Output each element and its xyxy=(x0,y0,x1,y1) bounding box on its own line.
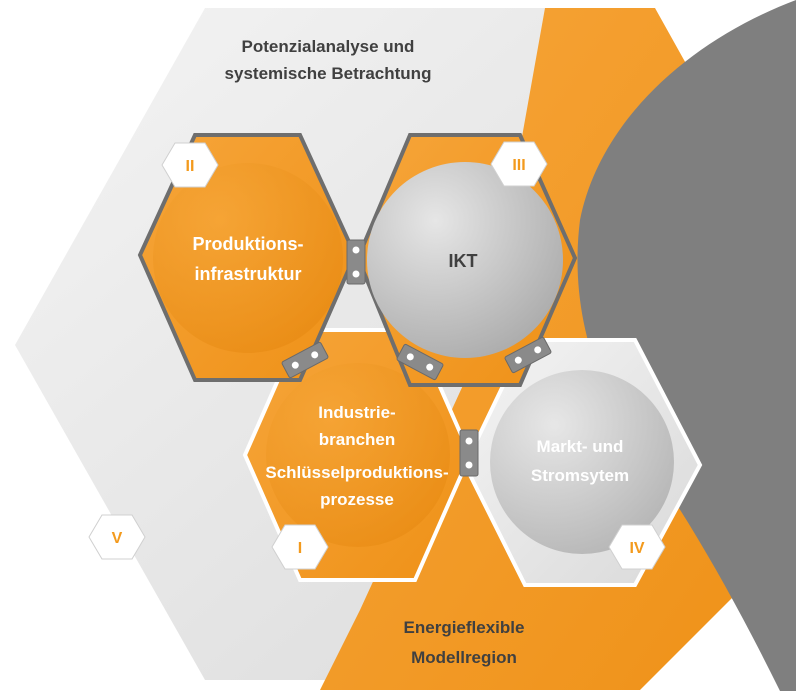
connector-industrie-markt xyxy=(459,429,479,477)
outer-bottom-label-line1: Energieflexible xyxy=(404,618,525,637)
hex-industrie-label-line1: Industrie- xyxy=(318,403,395,422)
hex-industrie-label-line4: prozesse xyxy=(320,490,394,509)
connector-produktion-industrie xyxy=(281,341,329,379)
badge-v: V xyxy=(88,514,146,560)
svg-text:II: II xyxy=(186,158,195,175)
svg-text:I: I xyxy=(298,540,302,557)
connector-produktion-ikt xyxy=(346,239,366,285)
connector-ikt-markt xyxy=(504,336,552,374)
badge-iii: III xyxy=(490,141,548,187)
hex-industrie-label-line2: branchen xyxy=(319,430,396,449)
hex-produktion xyxy=(137,133,358,382)
svg-text:IV: IV xyxy=(629,540,644,557)
svg-text:III: III xyxy=(512,157,525,174)
outer-top-label-line2: systemische Betrachtung xyxy=(225,64,432,83)
hex-ikt xyxy=(355,133,578,387)
connector-ikt-industrie xyxy=(396,343,444,381)
svg-text:V: V xyxy=(112,530,123,547)
badge-i: I xyxy=(271,524,329,570)
hex-industrie-label-line3: Schlüsselproduktions- xyxy=(265,463,448,482)
grey-overlay-panel xyxy=(577,0,796,691)
badge-ii: II xyxy=(161,142,219,188)
hex-markt-label-line2: Stromsytem xyxy=(531,466,629,485)
hex-produktion-label-line1: Produktions- xyxy=(193,234,304,254)
hex-ikt-label: IKT xyxy=(449,251,478,271)
hex-industrie xyxy=(242,328,473,582)
hex-markt-label-line1: Markt- und xyxy=(537,437,624,456)
hex-produktion-label-line2: infrastruktur xyxy=(194,264,301,284)
badge-iv: IV xyxy=(608,524,666,570)
outer-bottom-label-line2: Modellregion xyxy=(411,648,517,667)
outer-top-label-line1: Potenzialanalyse und xyxy=(242,37,415,56)
